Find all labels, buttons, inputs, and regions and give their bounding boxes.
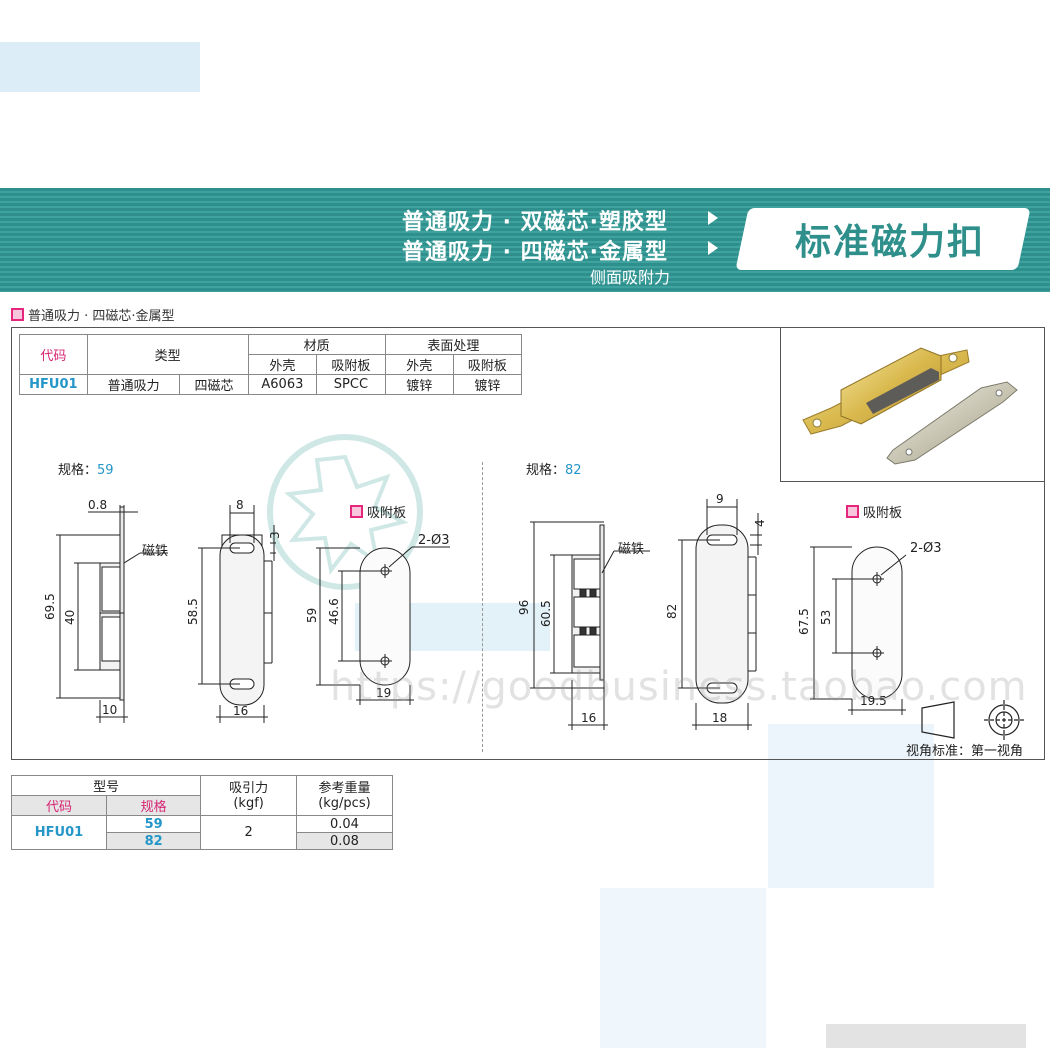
- th-plate: 吸附板: [316, 354, 386, 375]
- decor-block: [0, 42, 200, 92]
- th-code: 代码: [11, 795, 107, 816]
- cell-surface-plate: 镀锌: [452, 374, 523, 395]
- dim-40: 40: [63, 610, 77, 625]
- th-weight-text: 参考重量: [318, 780, 371, 796]
- dim-0-8: 0.8: [88, 498, 107, 512]
- dim-58-5: 58.5: [186, 598, 200, 625]
- th-type: 类型: [86, 334, 249, 375]
- square-bullet-icon: [846, 505, 859, 518]
- dim-96: 96: [517, 600, 531, 615]
- drawing-spec-82: 96 60.5 16 9 4 82 18 67.5 53 19.5: [517, 492, 907, 730]
- th-weight: 参考重量 (kg/pcs): [295, 775, 394, 816]
- performance-table: 型号 吸引力 (kgf) 参考重量 (kg/pcs) 代码 规格 HFU01 5…: [10, 775, 394, 850]
- decor-block: [768, 724, 934, 888]
- th-code: 代码: [19, 334, 88, 375]
- plate-label-text: 吸附板: [367, 506, 407, 521]
- th-force: 吸引力 (kgf): [200, 775, 297, 816]
- cell-weight-59: 0.04: [295, 815, 394, 833]
- dim-59: 59: [305, 608, 319, 623]
- dim-82: 82: [665, 604, 679, 619]
- dim-46-6: 46.6: [327, 598, 341, 625]
- cell-weight-82: 0.08: [295, 832, 394, 850]
- cell-material-shell: A6063: [247, 374, 318, 395]
- th-force-unit: (kgf): [233, 795, 264, 811]
- section-title: 普通吸力 · 四磁芯·金属型: [11, 305, 175, 324]
- th-spec: 规格: [105, 795, 202, 816]
- spec-82-value: 82: [565, 463, 582, 478]
- cell-material-plate: SPCC: [316, 374, 386, 395]
- spec-table: 代码 类型 材质 表面处理 外壳 吸附板 外壳 吸附板 HFU01 普通吸力 四…: [19, 334, 523, 395]
- hole-label-59: 2-Ø3: [418, 533, 450, 548]
- header-banner: 普通吸力 · 双磁芯·塑胶型 普通吸力 · 四磁芯·金属型 侧面吸附力 标准磁力…: [0, 188, 1050, 292]
- cell-force: 2: [200, 815, 297, 850]
- th-plate-2: 吸附板: [452, 354, 523, 375]
- cell-code: HFU01: [11, 815, 107, 850]
- dim-19-5: 19.5: [860, 694, 887, 708]
- decor-block: [600, 888, 766, 1048]
- divider: [482, 462, 483, 752]
- dim-4: 4: [753, 519, 767, 527]
- section-title-text: 普通吸力 · 四磁芯·金属型: [28, 309, 175, 324]
- product-photo: [780, 327, 1045, 482]
- th-material: 材质: [247, 334, 386, 355]
- th-surface: 表面处理: [384, 334, 523, 355]
- dim-19: 19: [376, 686, 391, 700]
- banner-subtitle: 侧面吸附力: [590, 268, 671, 287]
- dim-60-5: 60.5: [539, 600, 553, 627]
- watermark-text: https://goodbusiness.taobao.com: [330, 664, 1028, 710]
- projection-note: 视角标准：第一视角: [906, 744, 1024, 759]
- cell-spec-59: 59: [105, 815, 202, 833]
- plate-label-59: 吸附板: [350, 502, 406, 521]
- cell-type-1: 普通吸力: [86, 374, 181, 395]
- th-model: 型号: [10, 775, 202, 796]
- dim-53: 53: [819, 610, 833, 625]
- square-bullet-icon: [11, 308, 24, 321]
- dim-16: 16: [233, 704, 248, 718]
- arrow-right-icon: [708, 211, 718, 225]
- dim-10: 10: [102, 703, 117, 717]
- spec-59-label: 规格：59: [58, 459, 114, 478]
- plate-label-text: 吸附板: [863, 506, 903, 521]
- dim-67-5: 67.5: [797, 608, 811, 635]
- cell-surface-shell: 镀锌: [384, 374, 454, 395]
- footer-bar: [826, 1024, 1026, 1048]
- arrow-right-icon: [708, 241, 718, 255]
- th-shell-2: 外壳: [384, 354, 454, 375]
- magnet-catch-photo-icon: [802, 347, 1018, 465]
- dim-18: 18: [712, 711, 727, 725]
- dim-8: 8: [236, 498, 244, 512]
- dim-3: 3: [268, 531, 282, 539]
- magnet-label-82: 磁铁: [618, 542, 645, 557]
- spec-82-label: 规格：82: [526, 459, 582, 478]
- th-shell: 外壳: [247, 354, 318, 375]
- hole-label-82: 2-Ø3: [910, 541, 942, 556]
- dim-9: 9: [716, 492, 724, 506]
- spec-label-text: 规格：: [58, 463, 98, 478]
- drawing-spec-59: 69.5 40 10 0.8 8 3 58.5 16 59 46.6 19: [43, 498, 450, 723]
- gear-watermark-icon: [267, 434, 423, 590]
- th-weight-unit: (kg/pcs): [318, 795, 371, 811]
- banner-title: 标准磁力扣: [794, 222, 985, 263]
- cell-type-2: 四磁芯: [179, 374, 249, 395]
- cell-spec-82: 82: [105, 832, 202, 850]
- plate-label-82: 吸附板: [846, 502, 902, 521]
- banner-line-1: 普通吸力 · 双磁芯·塑胶型: [402, 210, 669, 235]
- spec-label-text: 规格：: [526, 463, 566, 478]
- first-angle-projection-icon: [921, 700, 1024, 740]
- th-force-text: 吸引力: [229, 780, 269, 796]
- drawing-box: [11, 327, 1045, 760]
- dim-16: 16: [581, 711, 596, 725]
- magnet-label-59: 磁铁: [142, 544, 169, 559]
- dim-69-5: 69.5: [43, 593, 57, 620]
- cell-code: HFU01: [19, 374, 88, 395]
- square-bullet-icon: [350, 505, 363, 518]
- spec-59-value: 59: [97, 463, 114, 478]
- banner-line-2: 普通吸力 · 四磁芯·金属型: [402, 240, 669, 265]
